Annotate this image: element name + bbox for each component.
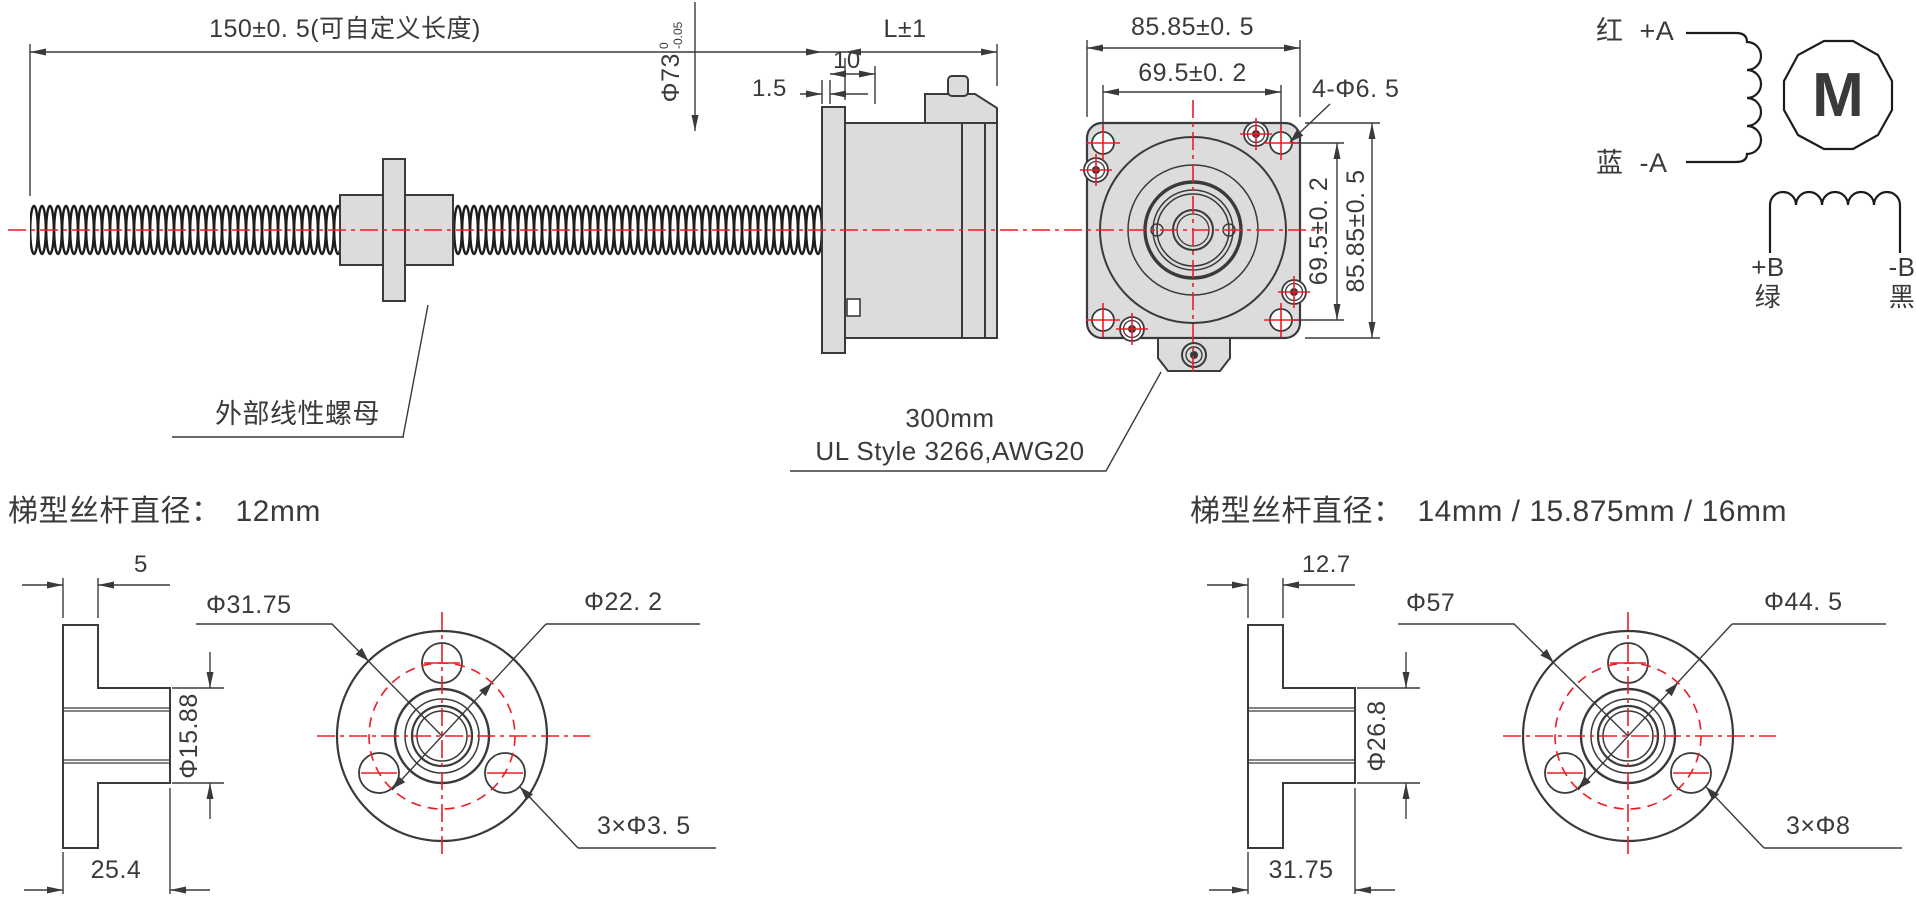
- heading-large-title: 梯型丝杆直径：: [1190, 495, 1404, 528]
- dim-large-total-length: 31.75: [1268, 856, 1334, 884]
- wire-blue-label: 蓝: [1596, 148, 1624, 178]
- wiring-a-plus-row: 红 +A: [1596, 16, 1675, 47]
- label-large-holes: 3×Φ8: [1786, 812, 1851, 840]
- label-small-holes: 3×Φ3. 5: [597, 812, 691, 840]
- dimension-lines-top: [29, 2, 1380, 472]
- flange-large-dims: [1207, 578, 1420, 894]
- label-small-bolt-circle: Φ22. 2: [584, 588, 663, 616]
- label-large-outer-dia: Φ57: [1406, 589, 1456, 617]
- heading-large-sizes: 14mm / 15.875mm / 16mm: [1417, 495, 1787, 528]
- heading-small-sizes: 12mm: [235, 495, 321, 528]
- wire-a-minus-label: -A: [1639, 148, 1668, 178]
- wiring-b-minus-col: -B 黑: [1876, 252, 1916, 313]
- wire-green-label: 绿: [1754, 281, 1782, 312]
- dim-front-width: 85.85±0. 5: [1131, 13, 1254, 41]
- centerlines: [8, 100, 1776, 858]
- dim-screw-length: 150±0. 5(可自定义长度): [209, 15, 481, 43]
- dim-small-total-length: 25.4: [90, 856, 142, 884]
- dim-shaft-diameter: Φ73 0 -0.05: [646, 0, 698, 127]
- dim-large-boss-dia: Φ26.8: [1363, 700, 1392, 772]
- phase-a-coil: [1686, 31, 1763, 164]
- tol-upper: 0: [657, 42, 672, 50]
- tol-lower: -0.05: [671, 21, 685, 50]
- wiring-diagram: [1686, 31, 1902, 253]
- heading-flange-large: 梯型丝杆直径： 14mm / 15.875mm / 16mm: [1190, 495, 1787, 528]
- wire-b-minus-label: -B: [1888, 252, 1916, 282]
- dim-front-hole-spacing: 69.5±0. 2: [1138, 59, 1247, 87]
- flange-small-dims: [22, 578, 224, 894]
- heading-flange-small: 梯型丝杆直径： 12mm: [8, 495, 321, 528]
- phase-b-coil: [1768, 190, 1902, 253]
- label-cable-spec: UL Style 3266,AWG20: [815, 436, 1085, 466]
- nut-leader: [172, 304, 429, 438]
- motor-symbol-circle: [1782, 39, 1894, 151]
- label-cable-length: 300mm: [905, 403, 995, 433]
- wire-black-label: 黑: [1888, 281, 1916, 312]
- motor-side-view: [821, 75, 998, 354]
- dim-small-boss-dia: Φ15.88: [175, 693, 204, 779]
- label-large-bolt-circle: Φ44. 5: [1764, 588, 1843, 616]
- shaft-dia-value: Φ73: [657, 53, 686, 103]
- wire-b-plus-label: +B: [1751, 252, 1785, 282]
- wiring-a-minus-row: 蓝 -A: [1596, 148, 1668, 179]
- flange-large-profile: [1247, 624, 1356, 849]
- dim-pilot-depth: 10: [833, 47, 861, 74]
- dim-side-height: 85.85±0. 5: [1342, 169, 1371, 293]
- motor-symbol-label: M: [1812, 61, 1864, 130]
- heading-small-title: 梯型丝杆直径：: [8, 495, 222, 528]
- dim-side-hole-spacing: 69.5±0. 2: [1305, 176, 1334, 286]
- wire-red-label: 红: [1596, 16, 1624, 46]
- dim-flange-small-thickness: 5: [134, 551, 148, 578]
- dim-motor-length: L±1: [883, 15, 927, 43]
- dim-flange-large-thickness: 12.7: [1302, 551, 1351, 578]
- wiring-b-plus-col: +B 绿: [1742, 252, 1794, 313]
- wire-a-plus-label: +A: [1639, 16, 1675, 46]
- cable-tab: [1157, 337, 1231, 372]
- motor-front-view: [1083, 121, 1307, 372]
- shaft-dia-tolerance: 0 -0.05: [657, 21, 686, 50]
- label-external-nut: 外部线性螺母: [215, 399, 380, 429]
- dim-plate-thickness: 1.5: [752, 75, 787, 102]
- label-small-outer-dia: Φ31.75: [206, 591, 292, 619]
- flange-small-profile: [62, 624, 171, 849]
- label-corner-holes: 4-Φ6. 5: [1312, 75, 1400, 103]
